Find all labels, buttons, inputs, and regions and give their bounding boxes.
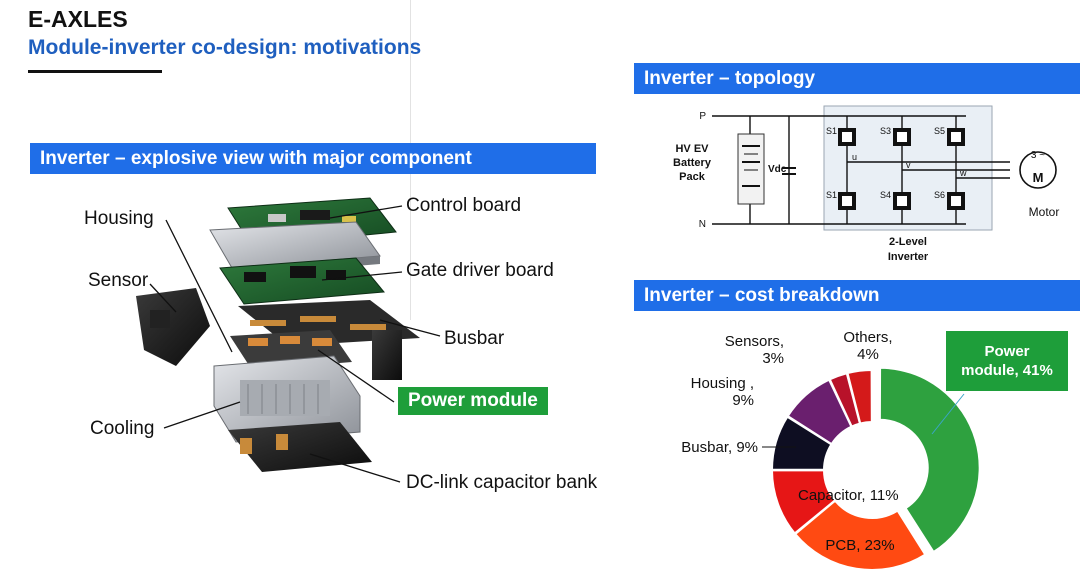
donut-slice-others [846, 368, 873, 425]
slide-title: E-AXLES [28, 6, 128, 32]
svg-text:S1: S1 [826, 190, 837, 200]
cost-breakdown-donut-chart: PCB, 23% Capacitor, 11% Busbar, 9% Housing … [681, 329, 981, 571]
busbar-label: Busbar [444, 328, 505, 349]
svg-text:S5: S5 [934, 126, 945, 136]
donut-label-sensors: Sensors,3% [725, 333, 784, 367]
title-underline [28, 70, 162, 73]
power-module-leader-line [931, 393, 965, 435]
battery-pack-graphic [737, 133, 765, 205]
svg-text:S6: S6 [934, 190, 945, 200]
svg-text:Inverter: Inverter [888, 251, 929, 263]
explosive-leader-lines [149, 205, 441, 483]
sensor-graphic [136, 288, 210, 366]
power-callout-line2: module, 41% [961, 362, 1053, 379]
explosive-view-header: Inverter – explosive view with major com… [30, 143, 596, 174]
svg-text:M: M [1033, 170, 1044, 185]
inverter-topology-diagram: P N HV EV Battery Pack Vdc S1 S3 S5 S1 S… [673, 105, 1060, 263]
power-module-label: Power module [398, 387, 548, 415]
cooling-housing-graphic [213, 355, 361, 443]
donut-label-housing: Housing ,9% [691, 375, 754, 409]
power-module-callout: Power module, 41% [946, 331, 1068, 391]
svg-text:3 ~: 3 ~ [1031, 150, 1045, 161]
svg-text:HV EV: HV EV [675, 143, 709, 155]
cooling-label: Cooling [90, 418, 155, 439]
housing-label: Housing [84, 208, 154, 229]
svg-text:Battery: Battery [673, 157, 712, 169]
slide-subtitle: Module-inverter co-design: motivations [28, 36, 422, 59]
svg-text:N: N [699, 219, 706, 230]
cost-breakdown-header: Inverter – cost breakdown [634, 280, 1080, 311]
donut-label-capacitor: Capacitor, 11% [798, 487, 899, 504]
svg-text:v: v [906, 160, 911, 170]
donut-label-others: Others,4% [843, 329, 892, 363]
svg-text:2-Level: 2-Level [889, 236, 927, 248]
donut-slice-pcb [793, 499, 927, 571]
svg-text:Motor: Motor [1029, 205, 1060, 219]
donut-label-busbar: Busbar, 9% [681, 439, 758, 456]
motor-symbol [1019, 151, 1057, 189]
svg-text:S1: S1 [826, 126, 837, 136]
explosive-view-illustration [136, 197, 441, 483]
donut-label-pcb: PCB, 23% [825, 537, 894, 554]
svg-text:Pack: Pack [679, 171, 706, 183]
control-board-label: Control board [406, 195, 522, 216]
topology-header: Inverter – topology [634, 63, 1080, 94]
svg-text:S4: S4 [880, 190, 891, 200]
power-callout-line1: Power [984, 343, 1030, 360]
svg-text:w: w [959, 168, 967, 178]
svg-text:Vdc: Vdc [768, 164, 787, 175]
svg-text:P: P [699, 111, 706, 122]
gate-driver-board-label: Gate driver board [406, 260, 554, 281]
donut-slice-power-module [878, 366, 981, 554]
sensor-label: Sensor [88, 270, 149, 291]
svg-text:u: u [852, 152, 857, 162]
svg-text:S3: S3 [880, 126, 891, 136]
gate-driver-board-graphic [219, 257, 385, 305]
dc-link-capacitor-label: DC-link capacitor bank [406, 472, 598, 493]
dc-link-capacitor-graphic [228, 422, 372, 472]
